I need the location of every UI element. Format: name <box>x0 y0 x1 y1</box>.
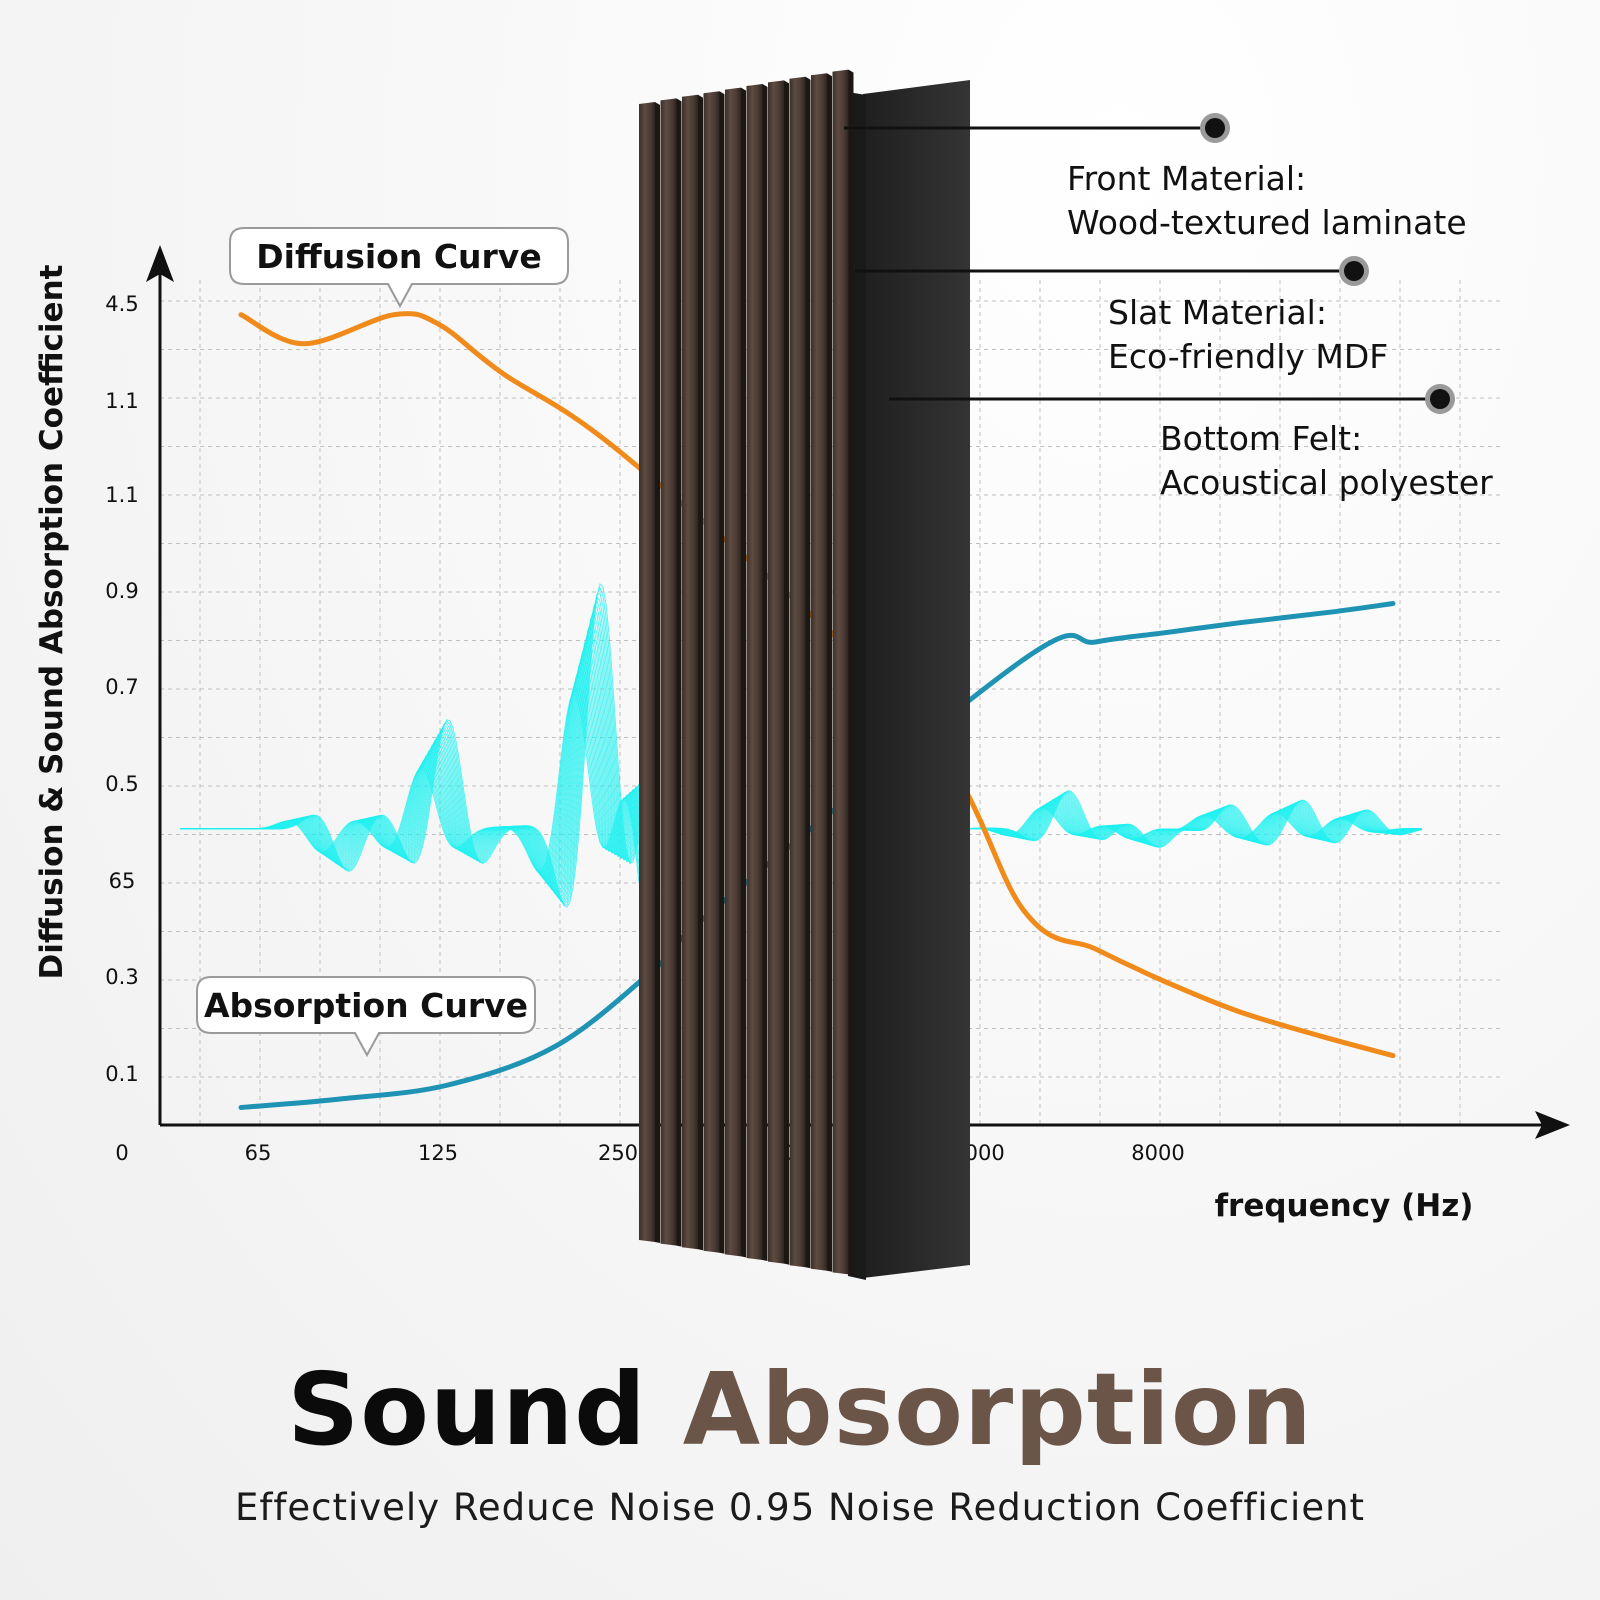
diffusion-callout-bubble <box>229 227 569 309</box>
slat-groove <box>827 73 832 1272</box>
leader-dot-icon <box>1344 261 1364 281</box>
slat-groove <box>762 84 768 1261</box>
material-labels: Front Material: Wood-textured laminateSla… <box>844 113 1493 502</box>
wood-slat <box>832 69 849 1275</box>
y-tick-label: 0.9 <box>105 579 138 603</box>
page-headline: Sound Absorption <box>0 1360 1600 1460</box>
wood-slat <box>789 76 806 1268</box>
absorption-callout-label: Absorption Curve <box>204 986 528 1025</box>
y-tick-label: 0.1 <box>105 1062 138 1086</box>
x-tick-label: 65 <box>245 1141 272 1165</box>
wave-trace <box>180 583 640 908</box>
y-tick-label: 1.1 <box>105 389 138 413</box>
y-tick-label: 0 <box>115 1141 128 1165</box>
x-tick-label: 250 <box>598 1141 638 1165</box>
leader-dot-icon <box>1205 118 1225 138</box>
y-tick-label: 0.5 <box>105 772 138 796</box>
acoustic-panel-illustration <box>639 69 970 1280</box>
diffusion-callout-label: Diffusion Curve <box>256 237 541 276</box>
x-axis-arrow-icon <box>1535 1111 1570 1139</box>
slat-groove <box>741 87 746 1258</box>
y-tick-label: 0.7 <box>105 675 138 699</box>
wood-slat <box>639 102 655 1242</box>
page-subheadline: Effectively Reduce Noise 0.95 Noise Redu… <box>234 1486 1366 1529</box>
y-axis-arrow-icon <box>146 245 174 282</box>
felt-backing-panel <box>863 80 970 1278</box>
wood-slat <box>768 80 784 1264</box>
wave-trace <box>959 790 1423 848</box>
slat-groove <box>676 98 682 1247</box>
wood-slat <box>660 98 677 1246</box>
slat-groove <box>655 102 660 1243</box>
y-tick-label: 1.1 <box>105 483 138 507</box>
diffusion-callout: Diffusion Curve <box>229 227 569 309</box>
absorption-callout: Absorption Curve <box>196 976 536 1058</box>
wood-slat <box>682 94 698 1250</box>
x-tick-label: 8000 <box>1131 1141 1184 1165</box>
material-callout: Bottom Felt: Acoustical polyester <box>889 384 1493 502</box>
x-tick-label: 125 <box>418 1141 458 1165</box>
headline-word-sound: Sound <box>287 1351 647 1468</box>
material-callout: Front Material: Wood-textured laminate <box>844 113 1467 242</box>
slat-groove <box>784 80 789 1265</box>
y-axis-label: Diffusion & Sound Absorption Coefficient <box>34 264 70 979</box>
material-description: Acoustical polyester <box>1160 463 1493 502</box>
material-description: Eco-friendly MDF <box>1108 337 1388 376</box>
material-description: Wood-textured laminate <box>1067 203 1467 242</box>
slat-groove <box>719 91 725 1254</box>
y-tick-label: 4.5 <box>105 292 138 316</box>
wood-slat <box>746 84 763 1260</box>
leader-dot-icon <box>1430 389 1450 409</box>
wood-slat <box>703 91 720 1253</box>
headline-word-absorption: Absorption <box>682 1351 1313 1468</box>
material-title: Bottom Felt: <box>1160 419 1362 458</box>
material-callout: Slat Material: Eco-friendly MDF <box>855 256 1388 376</box>
slat-groove <box>805 76 811 1269</box>
y-tick-label: 65 <box>109 869 136 893</box>
material-title: Front Material: <box>1067 159 1306 198</box>
material-title: Slat Material: <box>1108 293 1327 332</box>
slat-groove <box>848 69 854 1276</box>
x-axis-label: frequency (Hz) <box>1215 1188 1474 1224</box>
sound-wave-signal <box>179 583 1423 908</box>
y-tick-label: 0.3 <box>105 965 138 989</box>
wood-slat <box>725 87 741 1257</box>
wood-slat <box>811 73 827 1271</box>
slat-groove <box>698 94 703 1251</box>
absorption-callout-bubble <box>196 976 536 1058</box>
